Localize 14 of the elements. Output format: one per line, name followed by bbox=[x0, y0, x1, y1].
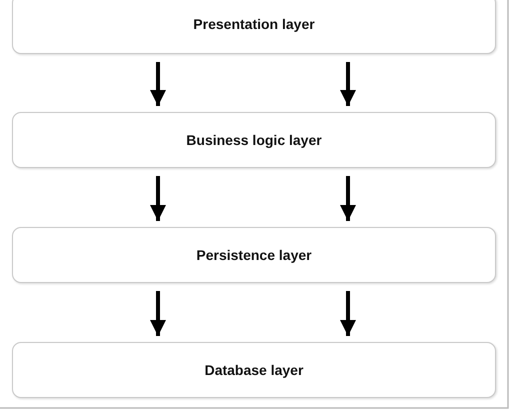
arrow bbox=[150, 291, 166, 336]
layer-box bbox=[12, 342, 496, 398]
layer-label: Database layer bbox=[204, 362, 304, 378]
arrow bbox=[150, 176, 166, 221]
layer-box bbox=[12, 227, 496, 283]
arrow bbox=[340, 176, 356, 221]
layer-label: Persistence layer bbox=[196, 247, 312, 263]
arrow bbox=[340, 62, 356, 106]
layer-box bbox=[12, 0, 496, 54]
arrow bbox=[340, 291, 356, 336]
layer-label: Business logic layer bbox=[186, 132, 322, 148]
layer-box bbox=[12, 112, 496, 168]
arrow bbox=[150, 62, 166, 106]
layer-label: Presentation layer bbox=[193, 16, 315, 32]
